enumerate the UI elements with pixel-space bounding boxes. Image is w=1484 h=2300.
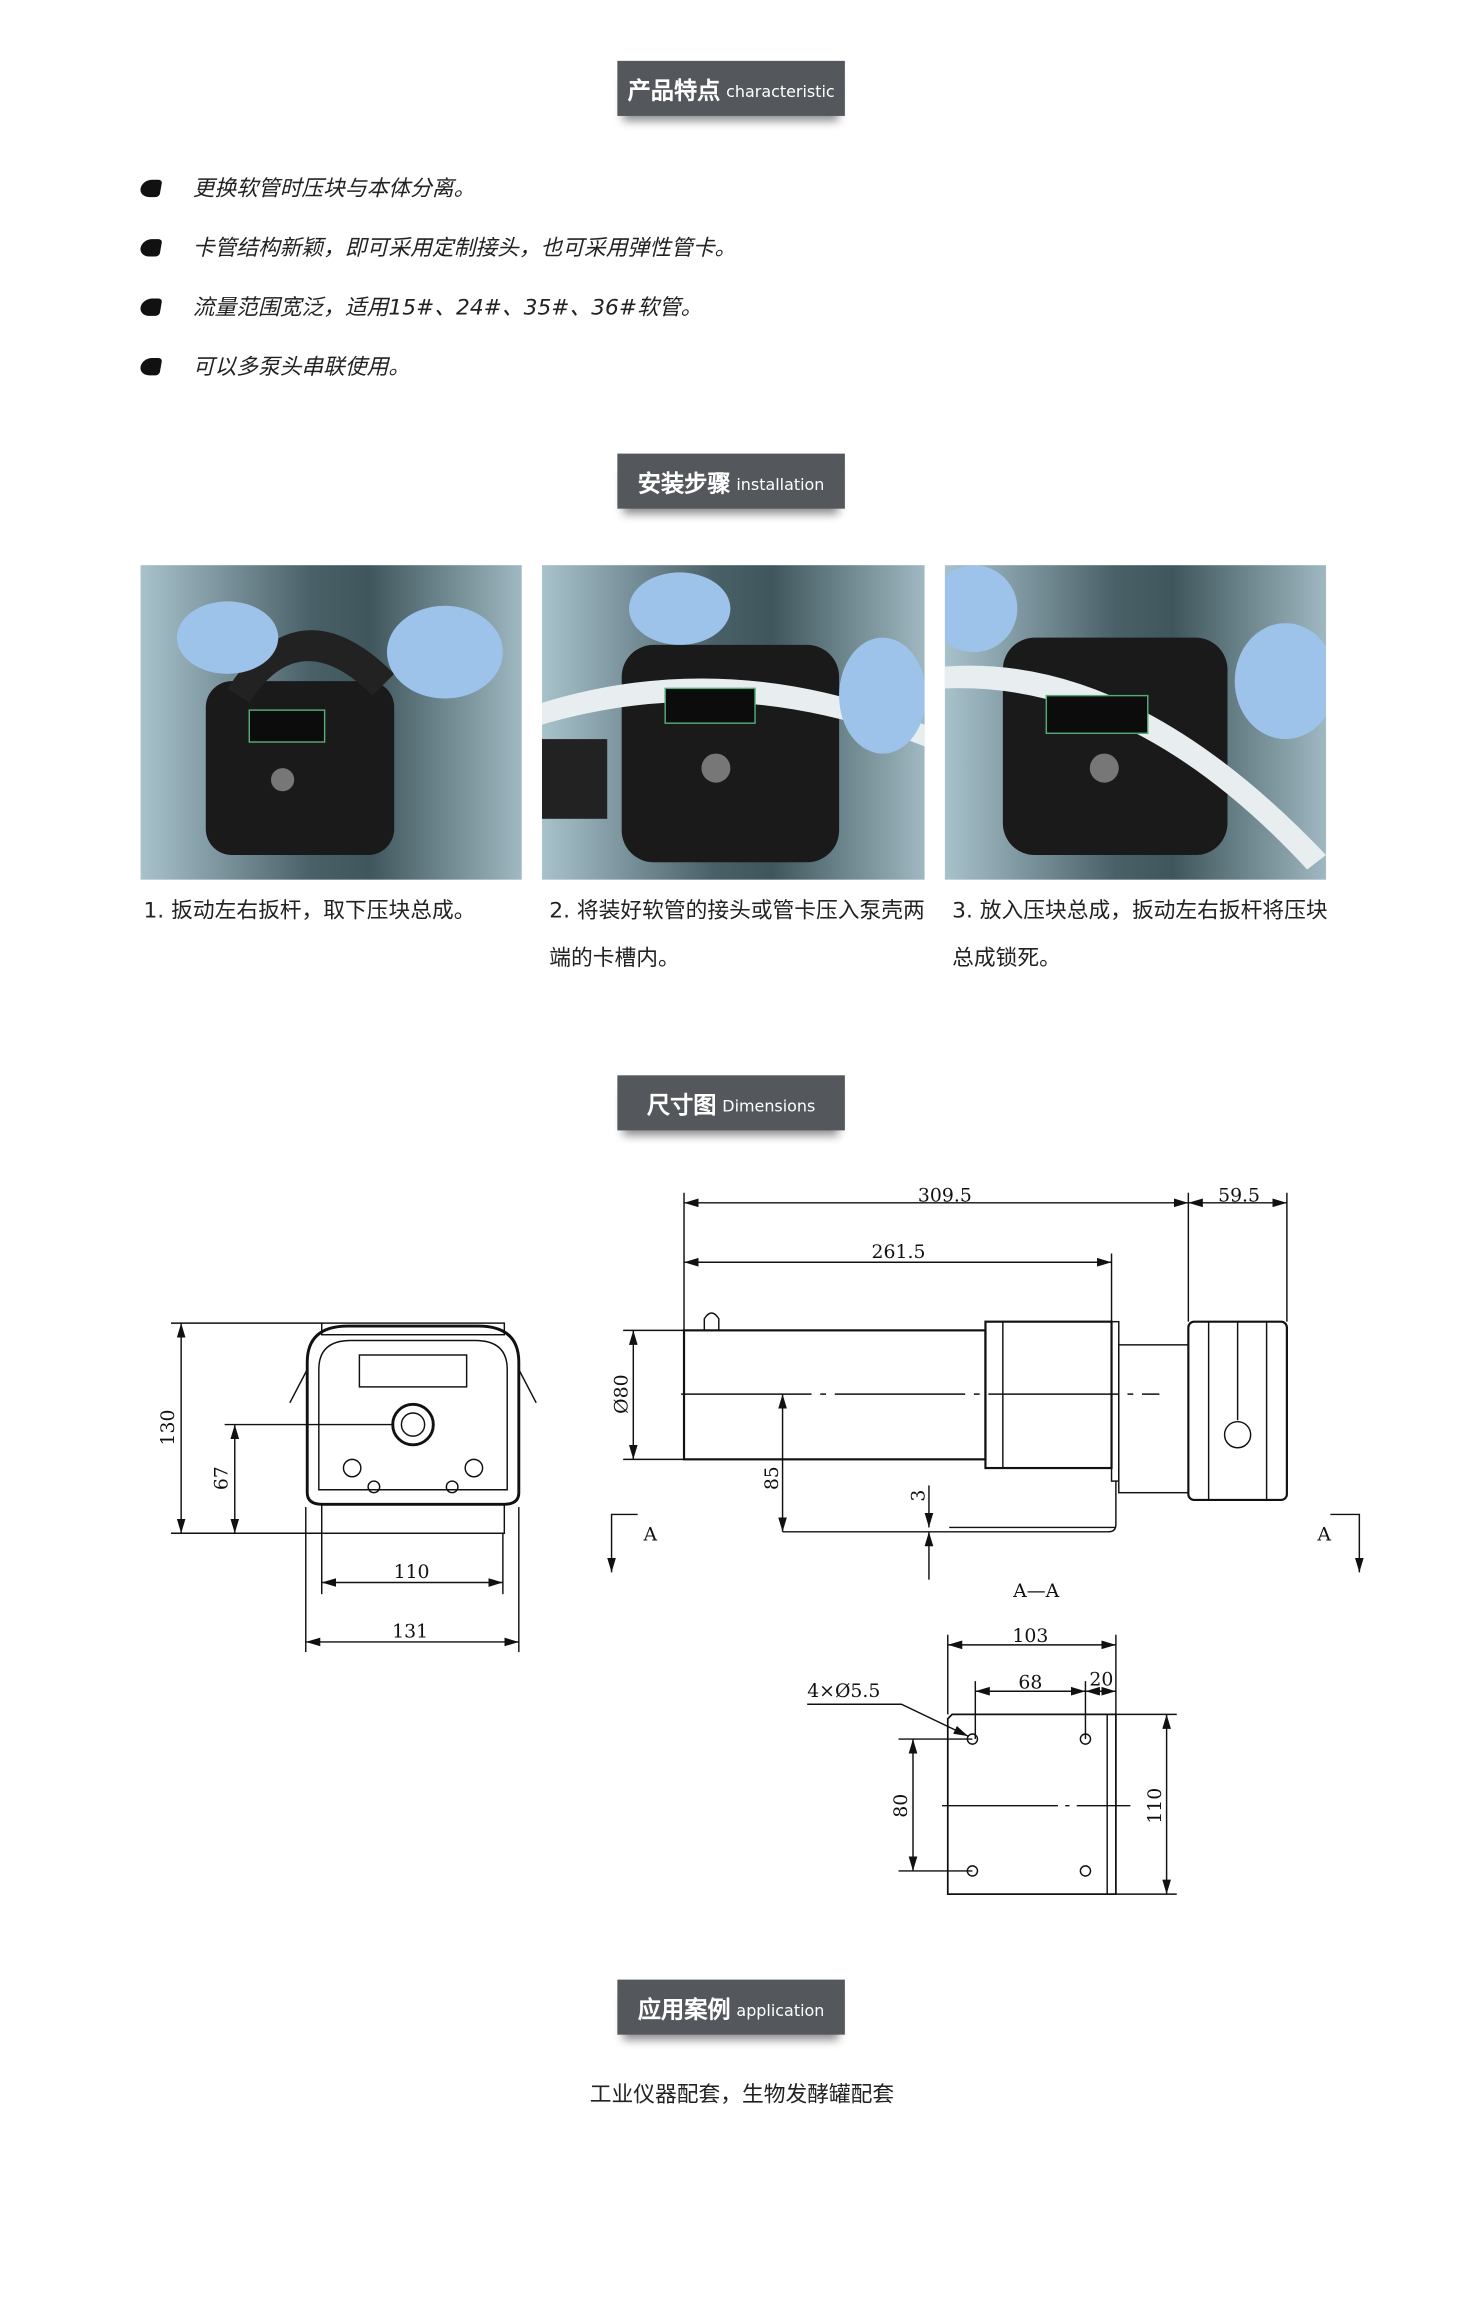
header-en: Dimensions (722, 1096, 816, 1116)
step-1-caption: 1. 扳动左右扳杆，取下压块总成。 (143, 897, 476, 924)
feature-text: 流量范围宽泛，适用15#、24#、35#、36#软管。 (192, 294, 703, 321)
feature-text: 更换软管时压块与本体分离。 (192, 175, 476, 202)
dim-section-height: 110 (1145, 1788, 1166, 1824)
header-zh: 安装步骤 (637, 469, 731, 498)
step-2-caption: 2. 将装好软管的接头或管卡压入泵壳两端的卡槽内。 (549, 897, 925, 971)
step-3-photo (944, 565, 1327, 880)
feature-text: 卡管结构新颖，即可采用定制接头，也可采用弹性管卡。 (192, 234, 737, 261)
feature-item: 更换软管时压块与本体分离。 (139, 172, 476, 202)
dim-motor-length: 261.5 (872, 1242, 926, 1263)
dim-edge: 20 (1089, 1669, 1113, 1690)
feature-text: 可以多泵头串联使用。 (192, 353, 411, 380)
section-mark-left: A (642, 1524, 657, 1545)
header-en: characteristic (726, 81, 835, 101)
section-view (807, 1634, 1177, 1895)
header-en: application (736, 2000, 825, 2020)
header-zh: 应用案例 (637, 1995, 731, 2024)
dim-diameter: Ø80 (612, 1374, 633, 1413)
dim-front-shaft-height: 67 (212, 1466, 233, 1490)
feature-item: 卡管结构新颖，即可采用定制接头，也可采用弹性管卡。 (139, 232, 737, 262)
dim-front-height: 130 (158, 1409, 179, 1445)
dim-holes: 4×Ø5.5 (807, 1681, 880, 1702)
dim-hole-spacing-y: 80 (891, 1794, 912, 1818)
dim-plate-thickness: 3 (909, 1490, 930, 1502)
dim-hole-spacing-x: 68 (1018, 1672, 1042, 1693)
header-zh: 尺寸图 (646, 1091, 717, 1119)
side-view (607, 1192, 1364, 1580)
dim-front-inner-width: 110 (394, 1562, 430, 1583)
header-en: installation (736, 474, 825, 494)
step-2-photo (542, 565, 925, 880)
feature-item: 流量范围宽泛，适用15#、24#、35#、36#软管。 (139, 291, 703, 321)
application-text: 工业仪器配套，生物发酵罐配套 (589, 2081, 895, 2108)
dim-total-length: 309.5 (918, 1185, 972, 1206)
header-zh: 产品特点 (627, 76, 721, 105)
feature-item: 可以多泵头串联使用。 (139, 351, 411, 381)
front-view (171, 1322, 537, 1653)
section-title: A—A (1012, 1581, 1059, 1602)
dim-center-height: 85 (762, 1466, 783, 1490)
dim-head-length: 59.5 (1218, 1185, 1260, 1206)
step-3-caption: 3. 放入压块总成，扳动左右扳杆将压块总成锁死。 (952, 897, 1328, 971)
step-1-photo (140, 565, 522, 880)
section-mark-right: A (1316, 1524, 1331, 1545)
dim-front-width: 131 (392, 1622, 428, 1643)
dim-section-width: 103 (1012, 1626, 1048, 1647)
